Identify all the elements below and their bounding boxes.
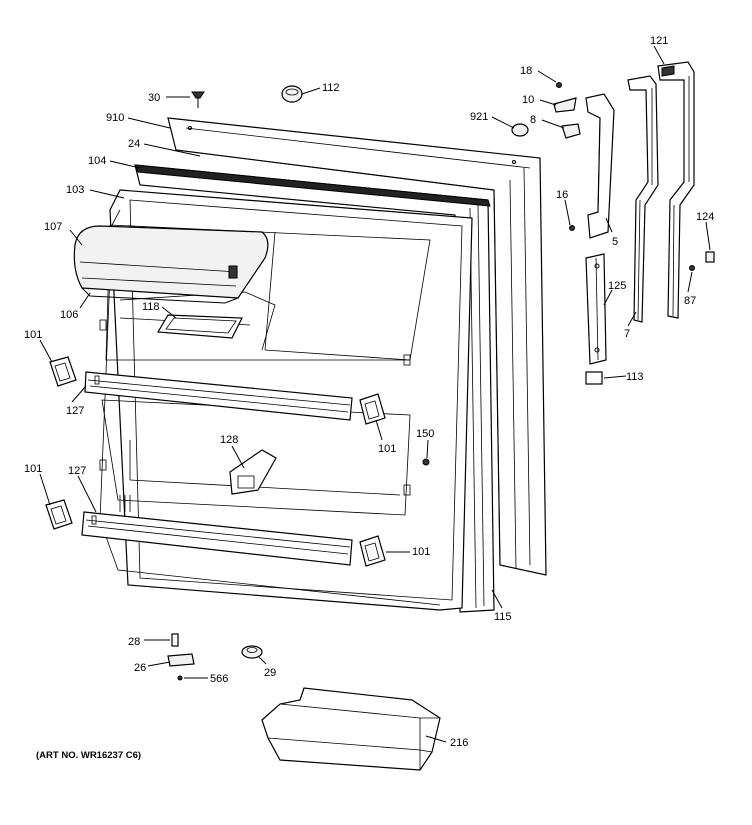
lower-shelf-rail (81, 511, 353, 566)
upper-compartment (105, 224, 431, 361)
callout-16: 16 (556, 189, 568, 201)
top-hardware (191, 82, 581, 139)
callout-26: 26 (134, 662, 146, 674)
screws-right (689, 251, 715, 271)
hinge-bracket (569, 93, 615, 239)
callout-118: 118 (142, 301, 160, 313)
trim-end-cap (585, 371, 603, 385)
callout-910: 910 (106, 112, 124, 124)
callout-24: 24 (128, 138, 140, 150)
callout-labels: 30 112 18 121 10 921 8 910 24 104 103 16… (24, 35, 714, 749)
callout-8: 8 (530, 114, 536, 126)
callout-113: 113 (626, 371, 644, 383)
callout-216: 216 (450, 737, 468, 749)
leader-lines (39, 45, 711, 743)
callout-121: 121 (650, 35, 668, 47)
callout-150: 150 (416, 428, 434, 440)
callout-29: 29 (264, 667, 276, 679)
callout-101-upper-left: 101 (24, 329, 42, 341)
door-bin (261, 687, 441, 771)
rail-end-caps (45, 356, 386, 567)
upper-shelf-rail (84, 371, 353, 421)
screw-150 (422, 458, 430, 466)
callout-10: 10 (522, 94, 534, 106)
callout-124: 124 (696, 211, 714, 223)
door-handle-121 (657, 61, 695, 319)
callout-921: 921 (470, 111, 488, 123)
callout-7: 7 (624, 328, 630, 340)
outer-door-panel (167, 117, 547, 576)
callout-28: 28 (128, 636, 140, 648)
callout-87: 87 (684, 295, 696, 307)
callout-5: 5 (612, 236, 618, 248)
callout-101-lower-right: 101 (412, 546, 430, 558)
callout-104: 104 (88, 155, 106, 167)
handle-trim (585, 253, 607, 365)
callout-125: 125 (608, 280, 626, 292)
shelf-clip (229, 449, 277, 495)
door-handle-7 (627, 75, 659, 323)
butter-tray (156, 314, 243, 339)
dairy-compartment-door (73, 225, 269, 304)
callout-106: 106 (60, 309, 78, 321)
callout-18: 18 (520, 65, 532, 77)
callout-101-upper-right: 101 (378, 443, 396, 455)
callout-101-lower-left: 101 (24, 463, 42, 475)
callout-566: 566 (210, 673, 228, 685)
art-number-caption: (ART NO. WR16237 C6) (36, 750, 141, 761)
callout-127-lower: 127 (68, 465, 86, 477)
callout-30: 30 (148, 92, 160, 104)
loose-hardware (167, 633, 263, 681)
callout-115: 115 (494, 611, 512, 623)
callout-127-upper: 127 (66, 405, 84, 417)
callout-103: 103 (66, 184, 84, 196)
callout-128: 128 (220, 434, 238, 446)
callout-107: 107 (44, 221, 62, 233)
callout-112: 112 (322, 82, 340, 94)
